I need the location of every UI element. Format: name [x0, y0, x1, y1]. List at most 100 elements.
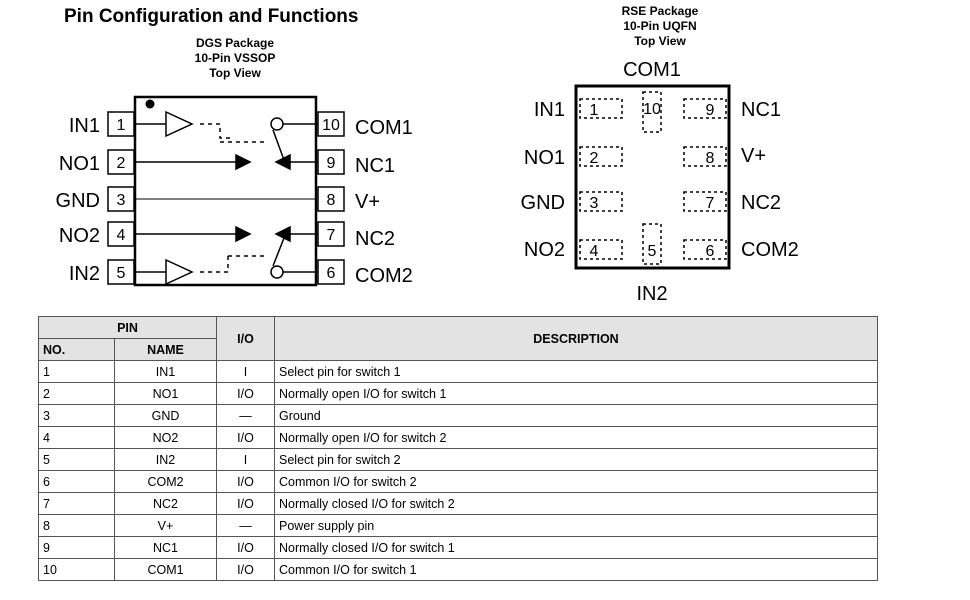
dgs-caption-line-3: Top View [209, 66, 261, 80]
rse-package-caption: RSE Package 10-Pin UQFN Top View [585, 4, 735, 49]
dgs-pin-num: 9 [327, 155, 336, 172]
description-header: DESCRIPTION [274, 316, 878, 361]
rse-bottom-pin: 5 [642, 223, 662, 265]
pin-name-cell: NC1 [114, 536, 217, 559]
dgs-pin-num: 3 [117, 192, 126, 209]
description-cell: Common I/O for switch 1 [274, 558, 878, 581]
dgs-pin-name: NC1 [355, 155, 395, 177]
io-cell: — [216, 514, 275, 537]
description-cell: Ground [274, 404, 878, 427]
switch-2-circuit [134, 225, 318, 286]
rse-pin-num: 4 [590, 243, 599, 260]
dgs-caption-line-1: DGS Package [195, 36, 275, 50]
dgs-pin-num: 2 [117, 155, 126, 172]
dgs-package-body [133, 95, 318, 287]
rse-pin-name: IN1 [534, 99, 565, 121]
pin-number-cell: 6 [38, 470, 115, 493]
description-cell: Power supply pin [274, 514, 878, 537]
rse-pin-name: GND [521, 192, 565, 214]
rse-pin-name: NO2 [524, 239, 565, 261]
dgs-pin-num: 5 [117, 265, 126, 282]
pin-number-cell: 10 [38, 558, 115, 581]
pin-name-cell: GND [114, 404, 217, 427]
io-cell: I/O [216, 492, 275, 515]
dgs-pin-name: NO2 [59, 225, 100, 247]
rse-pin-num: 9 [706, 102, 715, 119]
pin-number-cell: 2 [38, 382, 115, 405]
pin-name-cell: COM1 [114, 558, 217, 581]
rse-pin-num: 2 [590, 150, 599, 167]
pin-number-cell: 3 [38, 404, 115, 427]
rse-pin-name: V+ [741, 145, 766, 167]
dgs-pin-num: 1 [117, 117, 126, 134]
rse-pin-name: COM2 [741, 239, 799, 261]
dgs-pin-name: NC2 [355, 228, 395, 250]
dgs-pin-num: 4 [117, 227, 126, 244]
rse-right-pins: 9 8 7 6 NC1 V+ NC2 COM2 [683, 98, 799, 261]
pin1-marker-dot [145, 99, 155, 109]
pin-name-cell: COM2 [114, 470, 217, 493]
io-cell: — [216, 404, 275, 427]
pin-number-cell: 8 [38, 514, 115, 537]
no-header: NO. [38, 338, 115, 361]
rse-pin-num: 1 [590, 102, 599, 119]
rse-package-diagram: COM1 10 5 1 2 3 4 IN1 NO1 GND NO2 9 8 7 … [521, 59, 799, 305]
rse-pin-num: 7 [706, 195, 715, 212]
pin-name-cell: NO1 [114, 382, 217, 405]
dgs-pin-name: COM2 [355, 265, 413, 287]
description-cell: Common I/O for switch 2 [274, 470, 878, 493]
rse-pin-num: 10 [643, 101, 661, 118]
pin-number-cell: 9 [38, 536, 115, 559]
dgs-right-pins: 10 9 8 7 6 COM1 NC1 V+ NC2 COM2 [317, 111, 413, 287]
pin-number-cell: 7 [38, 492, 115, 515]
switch-1-circuit [134, 110, 318, 171]
rse-bottom-label: IN2 [636, 283, 667, 305]
dgs-pin-name: NO1 [59, 153, 100, 175]
dgs-pin-num: 10 [322, 117, 340, 134]
io-cell: I [216, 360, 275, 383]
rse-top-pin: 10 [642, 91, 662, 133]
rse-caption-line-3: Top View [634, 34, 686, 48]
pin-number-cell: 4 [38, 426, 115, 449]
pin-name-cell: V+ [114, 514, 217, 537]
name-header: NAME [114, 338, 217, 361]
io-cell: I [216, 448, 275, 471]
description-cell: Select pin for switch 2 [274, 448, 878, 471]
rse-pin-name: NC2 [741, 192, 781, 214]
dgs-pin-num: 7 [327, 227, 336, 244]
rse-pin-num: 8 [706, 150, 715, 167]
rse-left-pins: 1 2 3 4 IN1 NO1 GND NO2 [521, 98, 623, 261]
dgs-left-pins: 1 2 3 4 5 IN1 NO1 GND NO2 IN2 [56, 111, 135, 285]
description-cell: Select pin for switch 1 [274, 360, 878, 383]
description-cell: Normally closed I/O for switch 1 [274, 536, 878, 559]
dgs-pin-name-vplus: V+ [355, 191, 380, 213]
rse-pin-num: 3 [590, 195, 599, 212]
dgs-package-diagram: 1 2 3 4 5 IN1 NO1 GND NO2 IN2 10 9 8 7 6… [56, 95, 413, 287]
pin-name-cell: IN2 [114, 448, 217, 471]
rse-top-label: COM1 [623, 59, 681, 81]
rse-pin-num: 5 [648, 243, 657, 260]
rse-pin-name: NC1 [741, 99, 781, 121]
rse-package-body [574, 84, 731, 270]
dgs-pin-num: 6 [327, 265, 336, 282]
dgs-caption-line-2: 10-Pin VSSOP [194, 51, 276, 65]
pin-name-cell: NC2 [114, 492, 217, 515]
pin-name-cell: NO2 [114, 426, 217, 449]
dgs-pin-num: 8 [327, 192, 336, 209]
section-title: Pin Configuration and Functions [64, 6, 359, 27]
io-cell: I/O [216, 426, 275, 449]
dgs-pin-name: COM1 [355, 117, 413, 139]
description-cell: Normally closed I/O for switch 2 [274, 492, 878, 515]
pin-number-cell: 1 [38, 360, 115, 383]
pin-group-header: PIN [38, 316, 217, 339]
